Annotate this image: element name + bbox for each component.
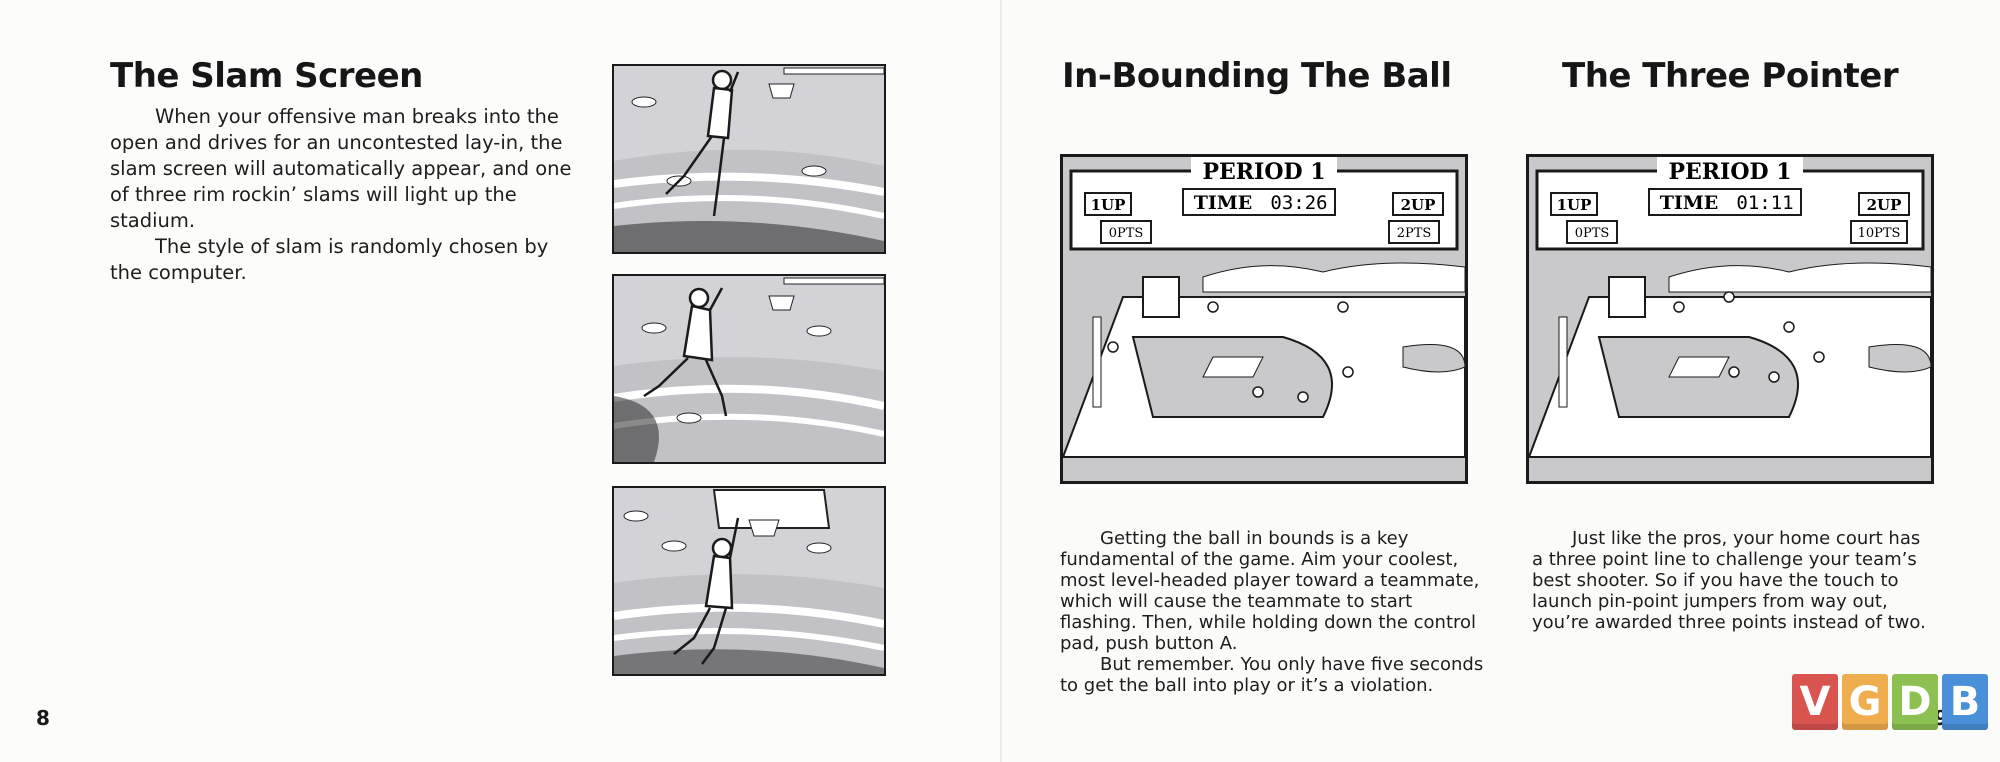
vgdb-watermark-logo: V G D B xyxy=(1792,674,1988,730)
three-time-label: TIME xyxy=(1660,192,1719,214)
slam-paragraph-1: When your offensive man breaks into the … xyxy=(110,105,572,232)
inbounding-body: Getting the ball in bounds is a key fund… xyxy=(1060,528,1490,696)
inbound-paragraph-1: Getting the ball in bounds is a key fund… xyxy=(1060,528,1480,654)
inbound-time: 03:26 xyxy=(1270,192,1327,214)
left-page: The Slam Screen When your offensive man … xyxy=(36,56,886,730)
inbounding-screenshot: PERIOD 1 1UP TIME 03:26 2UP 0PTS 2PTS xyxy=(1060,154,1468,484)
inbound-period: PERIOD 1 xyxy=(1202,159,1325,185)
inbounding-title: In-Bounding The Ball xyxy=(1062,56,1452,96)
three-p1-points: 0PTS xyxy=(1575,226,1610,241)
three-p2-label: 2UP xyxy=(1867,196,1902,214)
slam-screen-body: When your offensive man breaks into the … xyxy=(110,104,580,286)
inbound-paragraph-2: But remember. You only have five seconds… xyxy=(1060,654,1484,696)
inbound-p1-label: 1UP xyxy=(1091,196,1126,214)
three-p2-points: 10PTS xyxy=(1858,226,1901,241)
inbound-time-label: TIME xyxy=(1194,192,1253,214)
three-period: PERIOD 1 xyxy=(1668,159,1791,185)
logo-letter-g: G xyxy=(1842,674,1888,730)
three-p1-label: 1UP xyxy=(1557,196,1592,214)
logo-letter-b: B xyxy=(1942,674,1988,730)
slam-paragraph-2: The style of slam is randomly chosen by … xyxy=(110,235,549,284)
three-pointer-screenshot: PERIOD 1 1UP TIME 01:11 2UP 0PTS 10PTS xyxy=(1526,154,1934,484)
slam-illustration-2 xyxy=(612,274,886,464)
inbound-p1-points: 0PTS xyxy=(1109,226,1144,241)
logo-letter-d: D xyxy=(1892,674,1938,730)
slam-illustration-1 xyxy=(612,64,886,254)
three-pointer-title: The Three Pointer xyxy=(1562,56,1899,96)
inbound-p2-points: 2PTS xyxy=(1397,226,1432,241)
three-pointer-body: Just like the pros, your home court has … xyxy=(1532,528,1932,633)
inbound-p2-label: 2UP xyxy=(1401,196,1436,214)
page-number-left: 8 xyxy=(36,706,50,730)
right-page: In-Bounding The Ball PERIOD 1 1UP TIME 0… xyxy=(1002,0,2000,762)
logo-letter-v: V xyxy=(1792,674,1838,730)
slam-illustration-3 xyxy=(612,486,886,676)
slam-screen-title: The Slam Screen xyxy=(110,56,423,96)
three-paragraph-1: Just like the pros, your home court has … xyxy=(1532,528,1926,633)
three-time: 01:11 xyxy=(1736,192,1793,214)
